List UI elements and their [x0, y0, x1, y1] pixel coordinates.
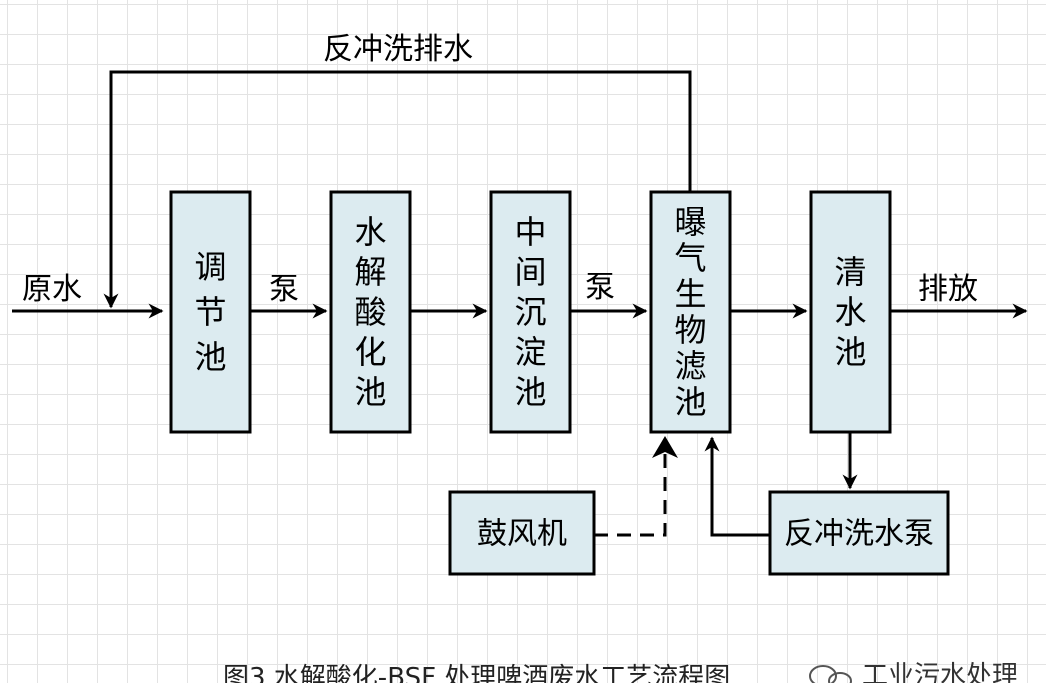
label-outlet: 排放: [918, 272, 978, 307]
arrow-pump-to-baf: [704, 436, 770, 537]
arrowhead-blower: [652, 436, 678, 458]
box-zhongjian-label: 中间沉淀池: [514, 213, 546, 411]
box-backwash-pump: [768, 490, 950, 576]
box-qingshui: [809, 190, 892, 434]
box-tiaojie-label: 调节池: [194, 248, 226, 376]
arrow-blower-to-baf: [594, 440, 667, 537]
box-shuijie: [329, 190, 412, 434]
box-baf-label: 曝气生物滤池: [674, 203, 706, 421]
box-baf: [649, 190, 732, 434]
box-backwash-pump-label: 反冲洗水泵: [784, 517, 934, 552]
label-pump2: 泵: [585, 270, 615, 305]
box-qingshui-label: 清水池: [834, 253, 866, 371]
box-blower-label: 鼓风机: [477, 517, 567, 552]
wechat-icon: [809, 665, 852, 683]
box-blower: [448, 490, 596, 576]
box-shuijie-label: 水解酸化池: [354, 213, 386, 411]
figure-caption: 图3 水解酸化-BSF 处理啤酒废水工艺流程图: [223, 663, 730, 683]
box-tiaojie: [169, 190, 252, 434]
label-backwash-drain: 反冲洗排水: [323, 32, 473, 67]
arrow-backwash-drain: [103, 70, 692, 309]
watermark-text: 工业污水处理: [862, 661, 1018, 683]
box-zhongjian: [489, 190, 572, 434]
label-pump1: 泵: [269, 272, 299, 307]
label-inlet: 原水: [22, 272, 82, 307]
